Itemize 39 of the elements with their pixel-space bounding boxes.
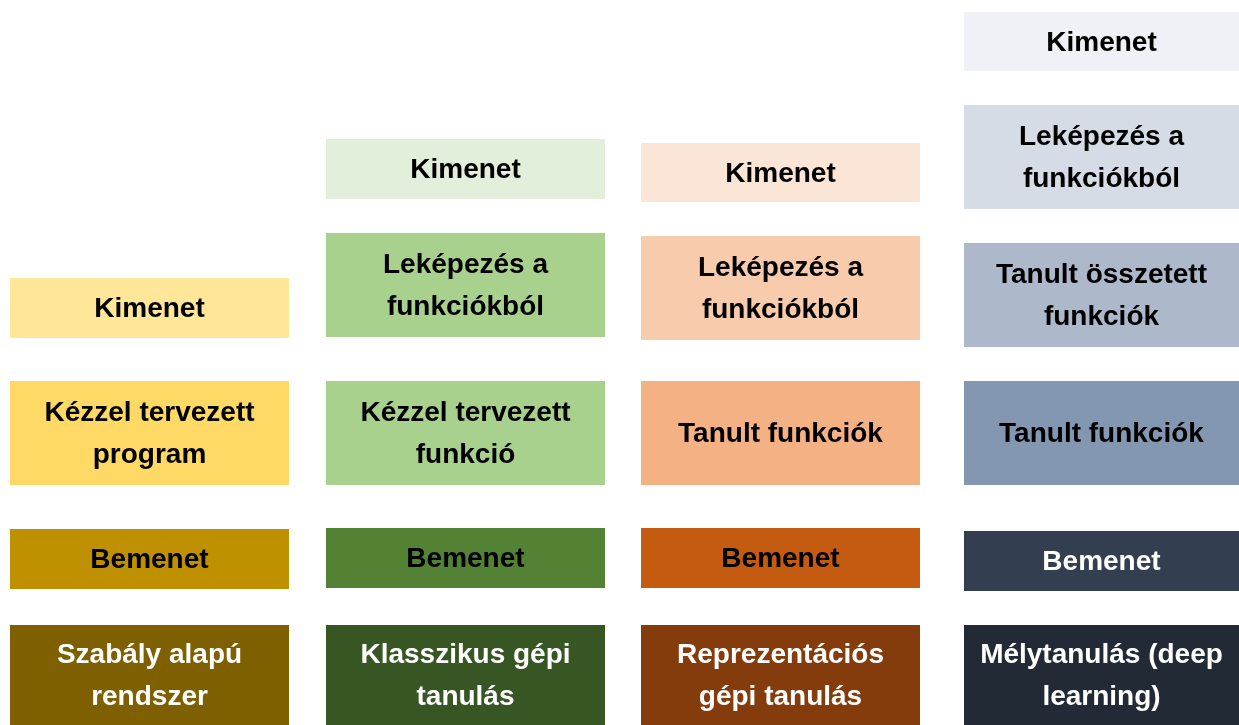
layer-box [326, 625, 605, 725]
layer-box [326, 528, 605, 588]
layer-label: Leképezés a funkciókból [382, 247, 550, 323]
layer-box [964, 105, 1239, 209]
layer-box [10, 625, 289, 725]
layer-label: Tanult összetett funkciók [994, 257, 1209, 333]
layer-box [10, 529, 289, 589]
layer-label: Kézzel tervezett funkció [359, 395, 572, 471]
layer-label: Bemenet [89, 542, 210, 576]
layer-label: Kimenet [724, 155, 837, 190]
layer-box [964, 243, 1239, 347]
layer-label: Reprezentációs gépi tanulás [676, 637, 885, 713]
layer-label: Leképezés a funkciókból [697, 250, 865, 326]
layer-box [326, 139, 605, 199]
layer-label: Bemenet [1041, 544, 1162, 578]
layer-label: Bemenet [405, 541, 526, 575]
layer-box [326, 233, 605, 337]
layer-box [641, 528, 920, 588]
layer-label: Tanult funkciók [998, 416, 1205, 450]
layer-box [641, 625, 920, 725]
layer-box [326, 381, 605, 485]
layer-box [10, 381, 289, 485]
layer-box [641, 381, 920, 485]
layer-box [641, 143, 920, 202]
layer-label: Kimenet [93, 291, 206, 325]
layer-label: Tanult funkciók [677, 416, 884, 450]
layer-box [964, 625, 1239, 725]
layer-box [641, 236, 920, 340]
layer-label: Klasszikus gépi tanulás [359, 637, 572, 713]
layer-label: Bemenet [720, 541, 841, 575]
layer-box [10, 278, 289, 338]
layer-label: Leképezés a funkciókból [1018, 119, 1186, 195]
layer-box [964, 531, 1239, 591]
layer-box [964, 381, 1239, 485]
layer-label: Mélytanulás (deep learning) [979, 637, 1224, 713]
layer-label: Kézzel tervezett program [43, 395, 256, 471]
layer-label: Kimenet [409, 152, 522, 186]
layer-label: Szabály alapú rendszer [55, 637, 244, 713]
layer-label: Kimenet [1045, 24, 1158, 59]
